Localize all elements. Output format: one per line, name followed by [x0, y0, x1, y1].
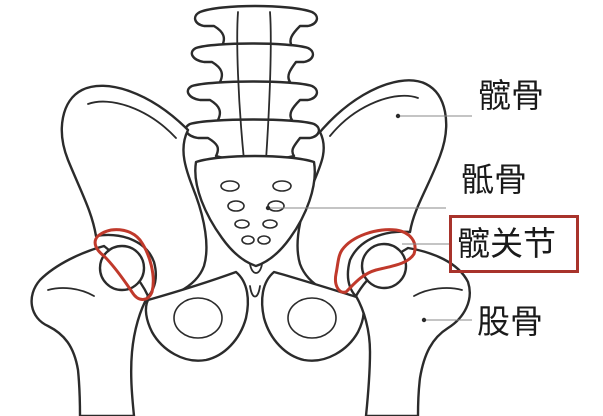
sacral-foramen-3r	[262, 219, 278, 229]
right-femoral-head	[360, 242, 408, 290]
pubic-symphysis	[249, 285, 261, 298]
pubic-region	[144, 270, 365, 362]
leader-dot-sacrum	[265, 205, 271, 211]
sacrum	[194, 154, 316, 274]
leader-dot-femur	[421, 317, 427, 323]
leader-dot-ilium	[395, 113, 401, 119]
sacral-foramen-4r	[257, 235, 271, 245]
left-iliac-crest-inner	[87, 100, 177, 139]
sacral-foramen-1l	[220, 180, 240, 192]
right-obturator-foramen	[287, 297, 337, 339]
sacral-foramen-3l	[234, 219, 250, 229]
left-obturator-foramen	[173, 297, 223, 339]
spinous-process	[236, 11, 272, 161]
left-femur	[30, 244, 150, 416]
right-greater-trochanter	[413, 287, 463, 297]
right-hip-joint-outline	[334, 228, 417, 294]
label-sacrum: 骶骨	[461, 160, 527, 199]
sacral-foramen-1r	[272, 180, 292, 192]
right-iliac-crest-inner	[329, 94, 419, 137]
label-femur: 股骨	[477, 302, 543, 341]
label-hip-joint: 髋关节	[457, 224, 556, 263]
left-greater-trochanter	[47, 287, 95, 297]
label-ilium: 髋骨	[478, 76, 544, 115]
sacral-foramen-4l	[241, 235, 255, 245]
hip-joint-label-box	[449, 215, 579, 273]
lumbar-spine	[184, 4, 321, 162]
sacral-foramen-2r	[267, 200, 285, 212]
vertebra-l2	[190, 42, 315, 88]
right-femur-shaft	[354, 246, 471, 416]
coccyx	[249, 263, 263, 274]
leader-lines	[265, 113, 472, 323]
right-femur	[354, 242, 471, 416]
vertebra-l4	[184, 118, 321, 162]
left-femoral-head	[98, 244, 146, 292]
hip-joint-highlights	[93, 228, 417, 301]
left-hip-joint-outline	[93, 228, 155, 301]
vertebra-l3	[186, 80, 319, 126]
sacral-foramen-2l	[227, 200, 245, 212]
